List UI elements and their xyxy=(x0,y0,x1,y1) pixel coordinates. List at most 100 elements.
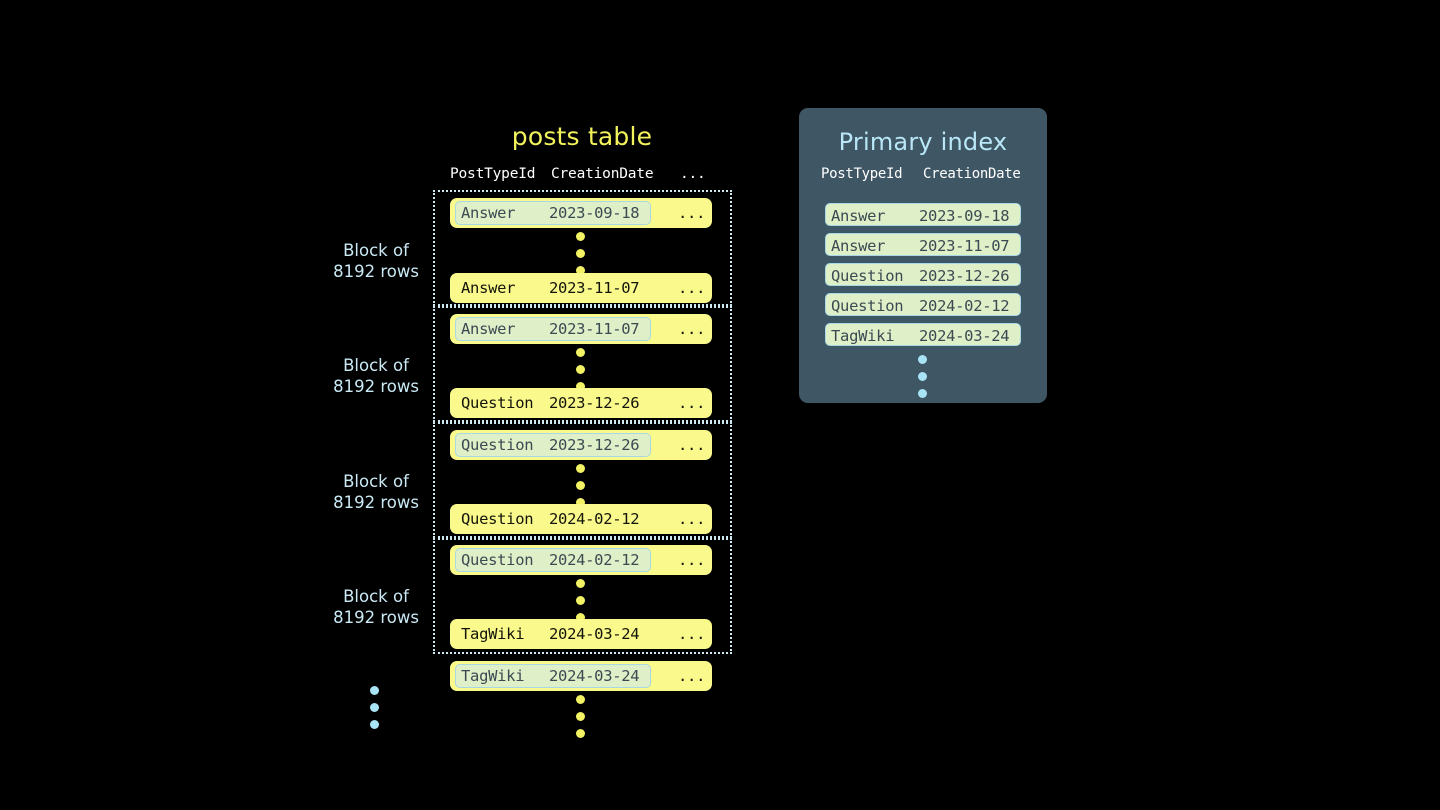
posts-table-column-headers: PostTypeId CreationDate ... xyxy=(432,166,732,186)
block-label-2: Block of 8192 rows xyxy=(301,355,451,397)
dot xyxy=(576,365,585,374)
cell-posttypeid: Answer xyxy=(831,237,886,255)
index-row: Answer 2023-09-18 xyxy=(825,203,1021,226)
column-header-posttypeid: PostTypeId xyxy=(450,166,536,182)
cell-posttypeid: Answer xyxy=(461,204,516,222)
block-label-line2: 8192 rows xyxy=(333,262,419,281)
dot xyxy=(918,372,927,381)
dot xyxy=(576,249,585,258)
cell-creationdate: 2023-09-18 xyxy=(919,207,1010,225)
cell-creationdate: 2023-11-07 xyxy=(549,279,640,297)
block-label-1: Block of 8192 rows xyxy=(301,240,451,282)
blocks-continuation-dots xyxy=(370,686,381,737)
column-header-creationdate: CreationDate xyxy=(923,166,1021,182)
index-mark-highlight xyxy=(455,201,651,225)
index-row: Answer 2023-11-07 xyxy=(825,233,1021,256)
column-header-creationdate: CreationDate xyxy=(551,166,654,182)
cell-ellipsis: ... xyxy=(678,667,706,685)
block-container-3 xyxy=(433,422,732,538)
block-label-line2: 8192 rows xyxy=(333,608,419,627)
dot xyxy=(576,481,585,490)
cell-creationdate: 2023-11-07 xyxy=(919,237,1010,255)
row-ellipsis-dots xyxy=(576,464,587,515)
cell-ellipsis: ... xyxy=(678,394,706,412)
cell-posttypeid: Question xyxy=(461,436,534,454)
block-label-line2: 8192 rows xyxy=(333,493,419,512)
dot xyxy=(576,266,585,275)
dot xyxy=(576,232,585,241)
dot xyxy=(576,729,585,738)
table-row: Answer 2023-11-07 ... xyxy=(450,273,712,303)
cell-posttypeid: Question xyxy=(831,267,904,285)
block-label-line1: Block of xyxy=(343,472,409,491)
dot xyxy=(576,382,585,391)
index-row: Question 2023-12-26 xyxy=(825,263,1021,286)
table-row: TagWiki 2024-03-24 ... xyxy=(450,619,712,649)
index-mark-highlight xyxy=(455,433,651,457)
table-continuation-dots xyxy=(576,695,587,746)
cell-creationdate: 2023-12-26 xyxy=(919,267,1010,285)
dot xyxy=(370,686,379,695)
primary-index-title: Primary index xyxy=(838,128,1008,156)
cell-posttypeid: Question xyxy=(831,297,904,315)
cell-creationdate: 2023-12-26 xyxy=(549,436,640,454)
dot xyxy=(576,348,585,357)
cell-posttypeid: TagWiki xyxy=(461,667,525,685)
cell-posttypeid: TagWiki xyxy=(831,327,895,345)
block-container-4 xyxy=(433,538,732,654)
cell-ellipsis: ... xyxy=(678,510,706,528)
dot xyxy=(576,464,585,473)
dot xyxy=(370,720,379,729)
block-label-line1: Block of xyxy=(343,241,409,260)
cell-ellipsis: ... xyxy=(678,625,706,643)
cell-posttypeid: Question xyxy=(461,510,534,528)
block-label-line1: Block of xyxy=(343,587,409,606)
index-row: Question 2024-02-12 xyxy=(825,293,1021,316)
cell-ellipsis: ... xyxy=(678,279,706,297)
cell-ellipsis: ... xyxy=(678,551,706,569)
cell-posttypeid: Answer xyxy=(831,207,886,225)
posts-table-title: posts table xyxy=(511,122,653,151)
cell-creationdate: 2024-02-12 xyxy=(549,510,640,528)
block-label-4: Block of 8192 rows xyxy=(301,586,451,628)
cell-posttypeid: Question xyxy=(461,394,534,412)
cell-creationdate: 2024-03-24 xyxy=(549,625,640,643)
row-ellipsis-dots xyxy=(576,232,587,283)
cell-creationdate: 2024-02-12 xyxy=(549,551,640,569)
cell-ellipsis: ... xyxy=(678,320,706,338)
column-header-ellipsis: ... xyxy=(680,166,706,182)
table-row: Answer 2023-09-18 ... xyxy=(450,198,712,228)
dot xyxy=(576,498,585,507)
index-mark-highlight xyxy=(455,548,651,572)
cell-creationdate: 2024-03-24 xyxy=(919,327,1010,345)
table-row: Question 2023-12-26 ... xyxy=(450,430,712,460)
cell-creationdate: 2023-12-26 xyxy=(549,394,640,412)
cell-ellipsis: ... xyxy=(678,204,706,222)
column-header-posttypeid: PostTypeId xyxy=(821,166,903,182)
row-ellipsis-dots xyxy=(576,579,587,630)
cell-creationdate: 2023-09-18 xyxy=(549,204,640,222)
cell-posttypeid: Question xyxy=(461,551,534,569)
index-row: TagWiki 2024-03-24 xyxy=(825,323,1021,346)
block-label-line1: Block of xyxy=(343,356,409,375)
primary-index-panel: Primary index PostTypeId CreationDate An… xyxy=(799,108,1047,403)
table-row: Question 2024-02-12 ... xyxy=(450,504,712,534)
cell-posttypeid: Answer xyxy=(461,279,516,297)
table-row: Answer 2023-11-07 ... xyxy=(450,314,712,344)
cell-posttypeid: Answer xyxy=(461,320,516,338)
block-label-3: Block of 8192 rows xyxy=(301,471,451,513)
dot xyxy=(576,712,585,721)
primary-index-column-headers: PostTypeId CreationDate xyxy=(799,166,1047,186)
table-row-trailing: TagWiki 2024-03-24 ... xyxy=(450,661,712,691)
cell-creationdate: 2024-03-24 xyxy=(549,667,640,685)
dot xyxy=(918,389,927,398)
dot xyxy=(370,703,379,712)
dot xyxy=(576,596,585,605)
block-label-line2: 8192 rows xyxy=(333,377,419,396)
block-container-1 xyxy=(433,190,732,306)
block-container-2 xyxy=(433,306,732,422)
cell-creationdate: 2023-11-07 xyxy=(549,320,640,338)
cell-creationdate: 2024-02-12 xyxy=(919,297,1010,315)
cell-posttypeid: TagWiki xyxy=(461,625,525,643)
